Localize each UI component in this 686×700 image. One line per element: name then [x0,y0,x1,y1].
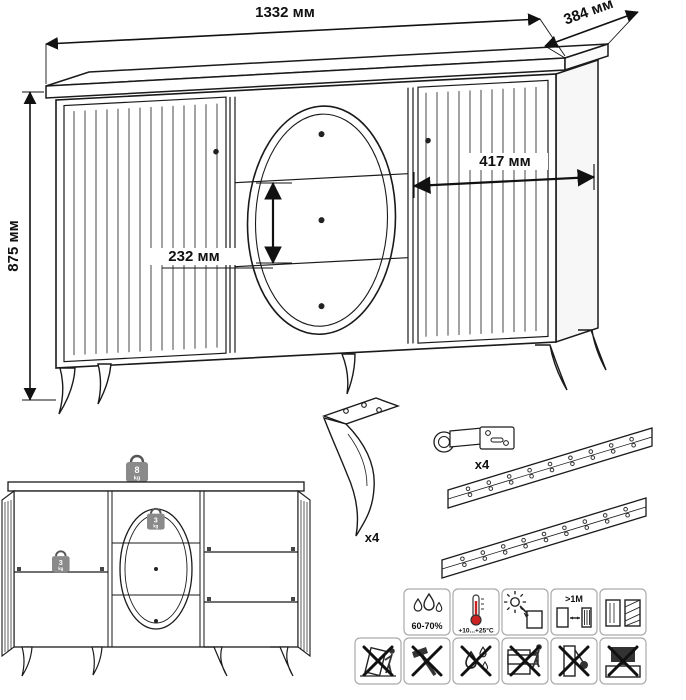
center-leg [340,353,356,395]
droplet-icon [423,592,435,611]
leg-mounting-plate [321,397,401,425]
back-left-leg [97,363,112,405]
back-right-leg [578,329,607,371]
side-panel [555,58,599,344]
care-icon-no-heavy-load [599,637,647,685]
drawer-load-unit: kg [153,524,158,529]
care-icon-temperature: +10...+25°C [452,588,500,636]
care-icon-heat-distance: >1M [550,588,598,636]
sun-icon [503,590,527,614]
legs [58,329,607,415]
prohibition-x-icon [558,645,590,677]
care-icons-row-2 [354,637,647,685]
drawer-fronts [235,173,408,268]
drawer-knob-top [318,131,325,138]
open-cabinet-legs [21,646,294,677]
drawer-knob-bottom [318,303,325,310]
leg-body [322,416,375,537]
leg-qty-label: x4 [365,530,380,545]
cabinet-glyph [556,607,569,628]
oval-moulding-inner [254,113,389,327]
hinge-arm [449,427,483,448]
droplet-icon [435,601,443,612]
leg-detail: x4 [321,397,401,545]
care-icon-no-hanging [550,637,598,685]
care-icon-sunlight [501,588,549,636]
dim-niche-label: 417 мм [479,153,530,170]
left-door [63,96,227,363]
right-door-knob [425,137,431,144]
prohibition-x-icon [460,645,492,677]
drawer-knob-middle [318,217,325,224]
shelf-load-value: 3 [59,558,63,567]
sideboard-perspective-drawing: 1332 мм 384 мм 875 мм 417 мм [5,0,639,415]
top-load-unit: kg [134,476,140,482]
cabinet-glyph [605,665,641,678]
open-cabinet-drawing: 8 kg 3 kg 3 kg [1,454,311,677]
radiator-icon [581,607,592,628]
cabinet-glyph [605,599,621,627]
care-icon-no-climbing [501,637,549,685]
dim-drawer-label: 232 мм [168,248,219,265]
dim-drawer-height: 232 мм [150,181,292,269]
prohibition-x-icon [411,645,443,677]
care-icon-no-tilting [354,637,402,685]
prohibition-x-icon [362,645,394,677]
distance-label: >1M [565,594,583,604]
dim-height-label: 875 мм [5,220,22,271]
drawer-slide-rails [441,427,653,579]
tv-icon [611,647,635,662]
cabinet-glyph [526,610,543,629]
humidity-range-label: 60-70% [411,621,442,631]
care-icon-humidity: 60-70% [403,588,451,636]
hinge-qty-label: x4 [475,457,490,472]
dim-niche-width: 417 мм [412,153,596,198]
prohibition-x-icon [509,645,541,677]
oval-moulding-outer [246,105,397,336]
top-load-value: 8 [134,465,139,475]
front-left-leg [58,367,76,415]
drawer-load-weight: 3 kg [147,507,165,530]
droplet-icon [413,597,423,612]
top-load-weight: 8 kg [126,454,148,482]
hinge-detail: x4 [433,426,515,472]
care-icon-no-water [452,637,500,685]
front-face [55,73,557,369]
right-shelves [204,551,298,603]
temperature-range-label: +10...+25°C [458,627,494,635]
shelf-load-unit: kg [58,566,63,571]
prohibition-x-icon [607,645,639,677]
front-right-leg [535,344,568,391]
drawer-load-value: 3 [154,515,158,524]
left-door-knob [213,148,219,155]
dim-height: 875 мм [5,91,56,401]
dim-width: 1332 мм [45,4,566,84]
care-icon-no-impact [403,637,451,685]
dim-depth-label: 384 мм [561,0,615,29]
dim-width-label: 1332 мм [255,4,315,21]
care-icons-row-1: 60-70% +10...+25°C >1M [403,588,647,636]
care-icon-wall-clearance [599,588,647,636]
right-door [417,79,549,344]
shelf-load-weight-left: 3 kg [52,550,70,573]
